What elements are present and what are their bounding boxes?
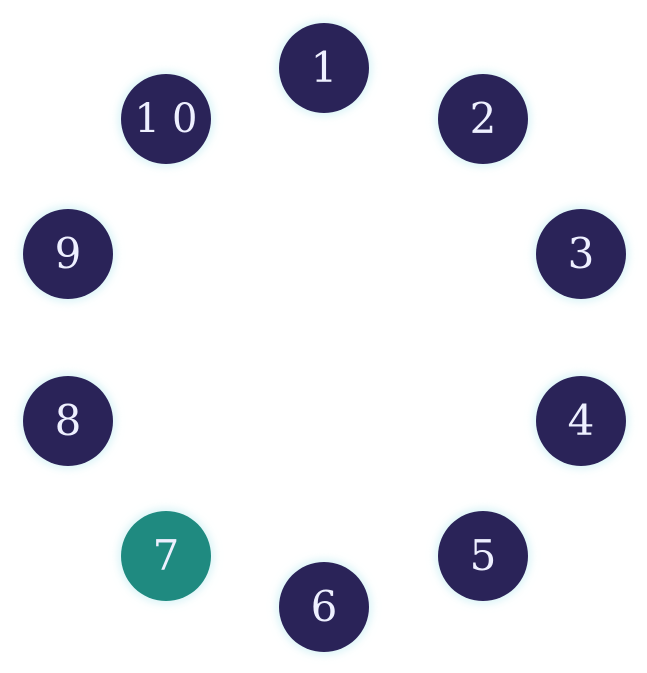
number-button-4[interactable]: 4 <box>536 376 626 466</box>
number-button-10[interactable]: 10 <box>121 74 211 164</box>
number-label: 8 <box>54 396 82 445</box>
number-label: 6 <box>310 582 338 631</box>
number-label: 4 <box>567 396 595 445</box>
number-label: 7 <box>152 531 180 580</box>
number-label: 1 <box>310 43 338 92</box>
number-button-1[interactable]: 1 <box>279 23 369 113</box>
number-button-8[interactable]: 8 <box>23 376 113 466</box>
number-label: 10 <box>134 96 210 142</box>
number-label: 5 <box>469 531 497 580</box>
number-button-2[interactable]: 2 <box>438 74 528 164</box>
number-button-9[interactable]: 9 <box>23 209 113 299</box>
number-label: 2 <box>469 94 497 143</box>
number-button-3[interactable]: 3 <box>536 209 626 299</box>
number-button-7[interactable]: 7 <box>121 511 211 601</box>
number-label: 9 <box>54 229 82 278</box>
number-button-6[interactable]: 6 <box>279 562 369 652</box>
number-button-5[interactable]: 5 <box>438 511 528 601</box>
number-label: 3 <box>567 229 595 278</box>
